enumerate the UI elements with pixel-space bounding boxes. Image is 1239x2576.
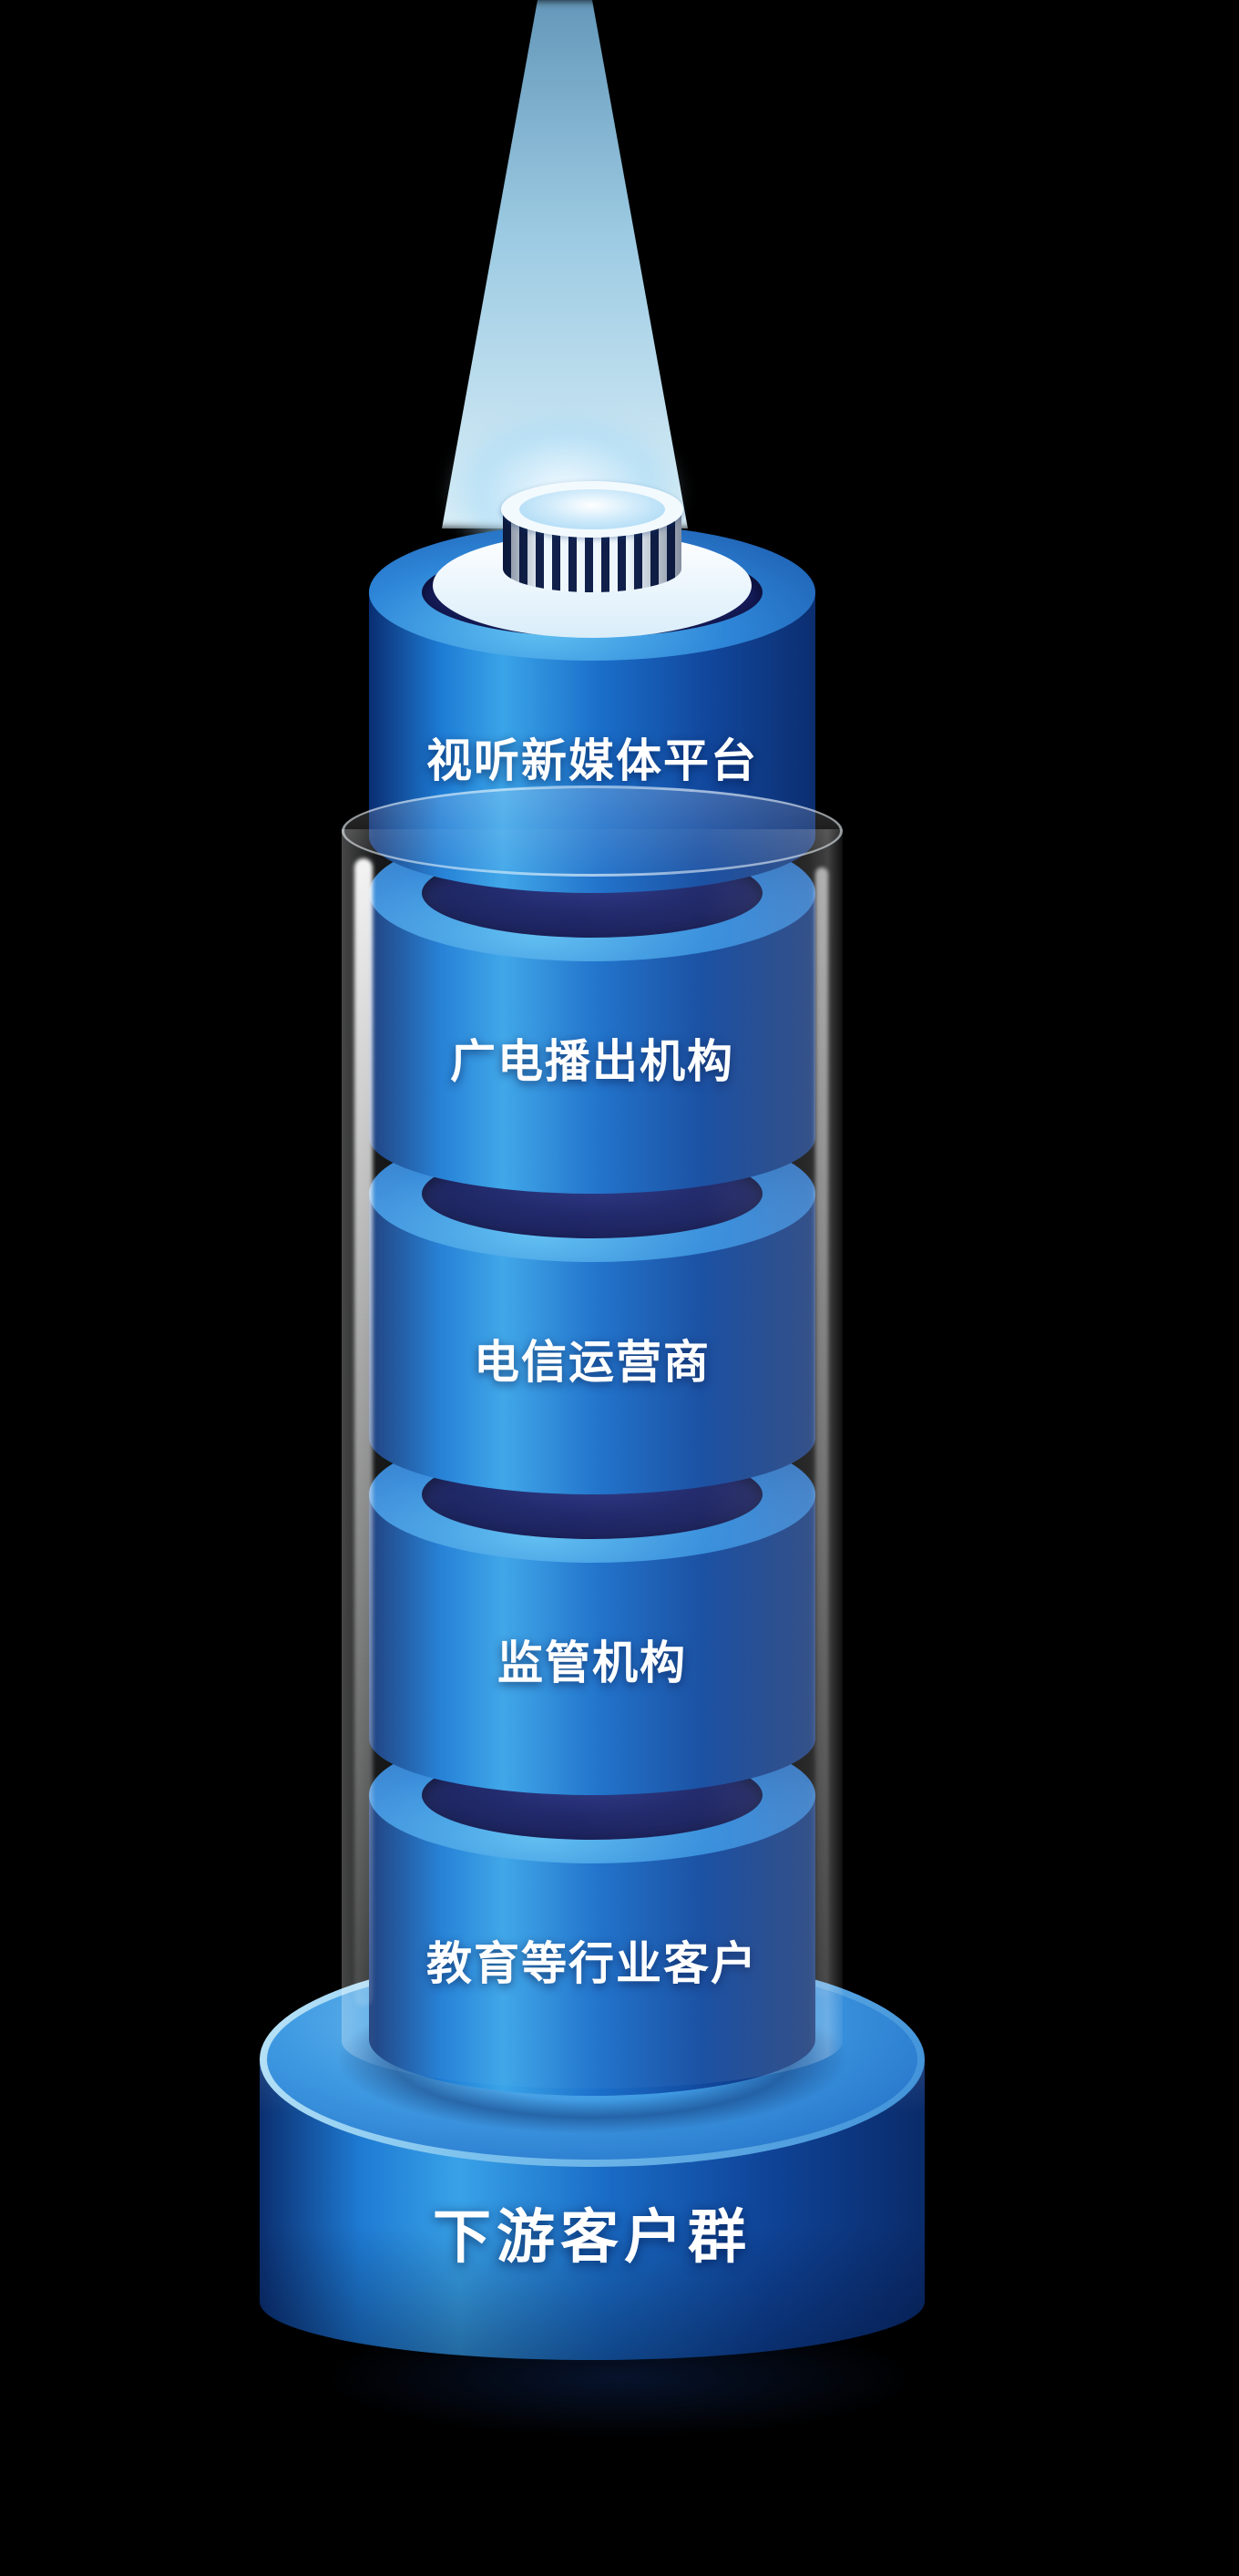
layer-label-4: 监管机构 bbox=[369, 1627, 815, 1692]
glass-tube bbox=[342, 785, 843, 2098]
striped-cap bbox=[501, 481, 683, 600]
layer-label-2: 广电播出机构 bbox=[369, 1025, 815, 1091]
base-label: 下游客户群 bbox=[433, 2204, 752, 2270]
striped-cap-top bbox=[501, 481, 683, 538]
layer-label-5: 教育等行业客户 bbox=[369, 1927, 815, 1993]
glass-tube-right-highlight bbox=[815, 867, 828, 1997]
glass-tube-left-highlight bbox=[354, 858, 373, 2006]
layer-label-3: 电信运营商 bbox=[369, 1326, 815, 1391]
striped-cap-top-inner bbox=[519, 489, 665, 529]
glass-tube-body bbox=[342, 829, 843, 2089]
light-beam bbox=[410, 0, 720, 601]
layer-label-1: 视听新媒体平台 bbox=[426, 735, 758, 786]
glass-tube-rim bbox=[342, 785, 843, 877]
